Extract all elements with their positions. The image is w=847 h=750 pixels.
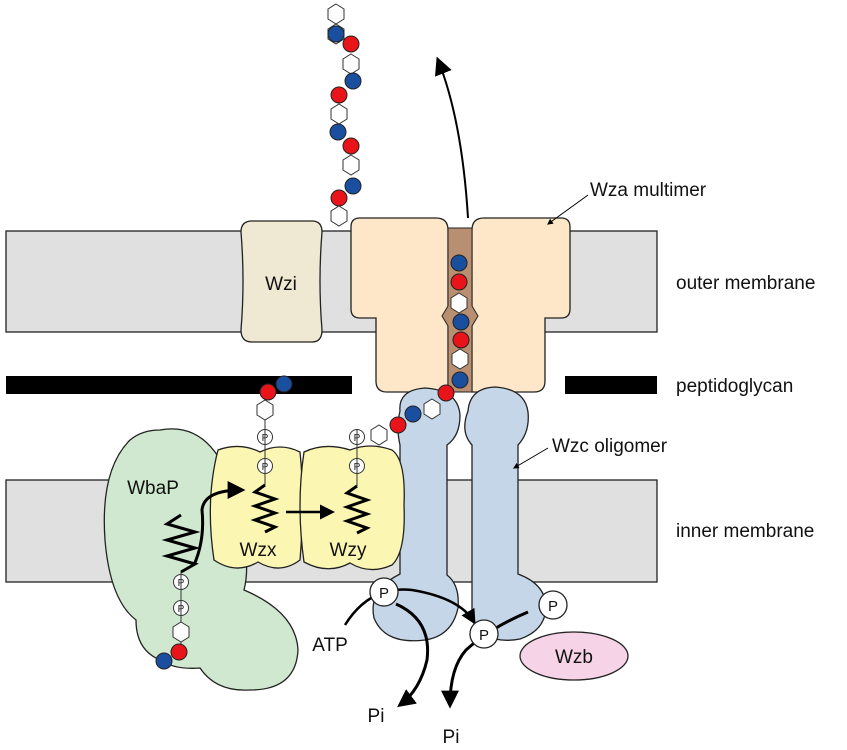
wzc-phosphate-1: P [369,577,399,607]
lipid-anchor-wzy [342,484,372,535]
wza-multimer-left [350,217,449,393]
peptidoglycan-layer-left [6,376,352,394]
phosphorylation-arrow [343,588,476,626]
wza-leader-line [547,194,589,225]
wzc-phosphate-3: P [538,590,568,620]
inner-membrane-label: inner membrane [676,521,814,542]
wzx-label: Wzx [240,540,277,561]
svg-text:P: P [379,585,389,602]
wzi-label: Wzi [265,274,297,295]
pi-label-right: Pi [443,727,460,748]
wza-multimer-right [471,217,571,393]
outer-membrane-label: outer membrane [676,273,815,294]
lipid-anchor-wzx [250,483,280,534]
sugar-chain-wzy [370,424,388,446]
pi-label-left: Pi [368,706,385,727]
wzc-phosphate-2: P [469,619,499,649]
wzb-label: Wzb [555,647,593,668]
peptidoglycan-label: peptidoglycan [676,376,793,397]
capsule-polysaccharide-in-channel [389,254,470,434]
sugar-chain-wzx [256,375,293,421]
flippase-arrow [192,481,246,566]
svg-text:P: P [479,627,489,644]
svg-text:P: P [548,598,558,615]
wza-multimer-label: Wza multimer [590,180,707,201]
pi-release-arrow-right [441,610,529,709]
capsule-polysaccharide-released [327,3,362,227]
wzy-label: Wzy [330,540,367,561]
peptidoglycan-layer-right [565,376,657,394]
export-arrow [434,56,469,219]
sugar-chain-wbap [155,621,190,670]
wzi-protein [240,220,323,343]
wbap-label: WbaP [127,478,179,499]
wzc-oligomer-label: Wzc oligomer [552,436,668,457]
wzb-protein [519,631,629,681]
atp-label: ATP [312,635,348,656]
pi-release-arrow-left [395,602,430,708]
lipid-anchor-wbap [161,513,201,574]
wzc-leader-line [512,447,549,469]
